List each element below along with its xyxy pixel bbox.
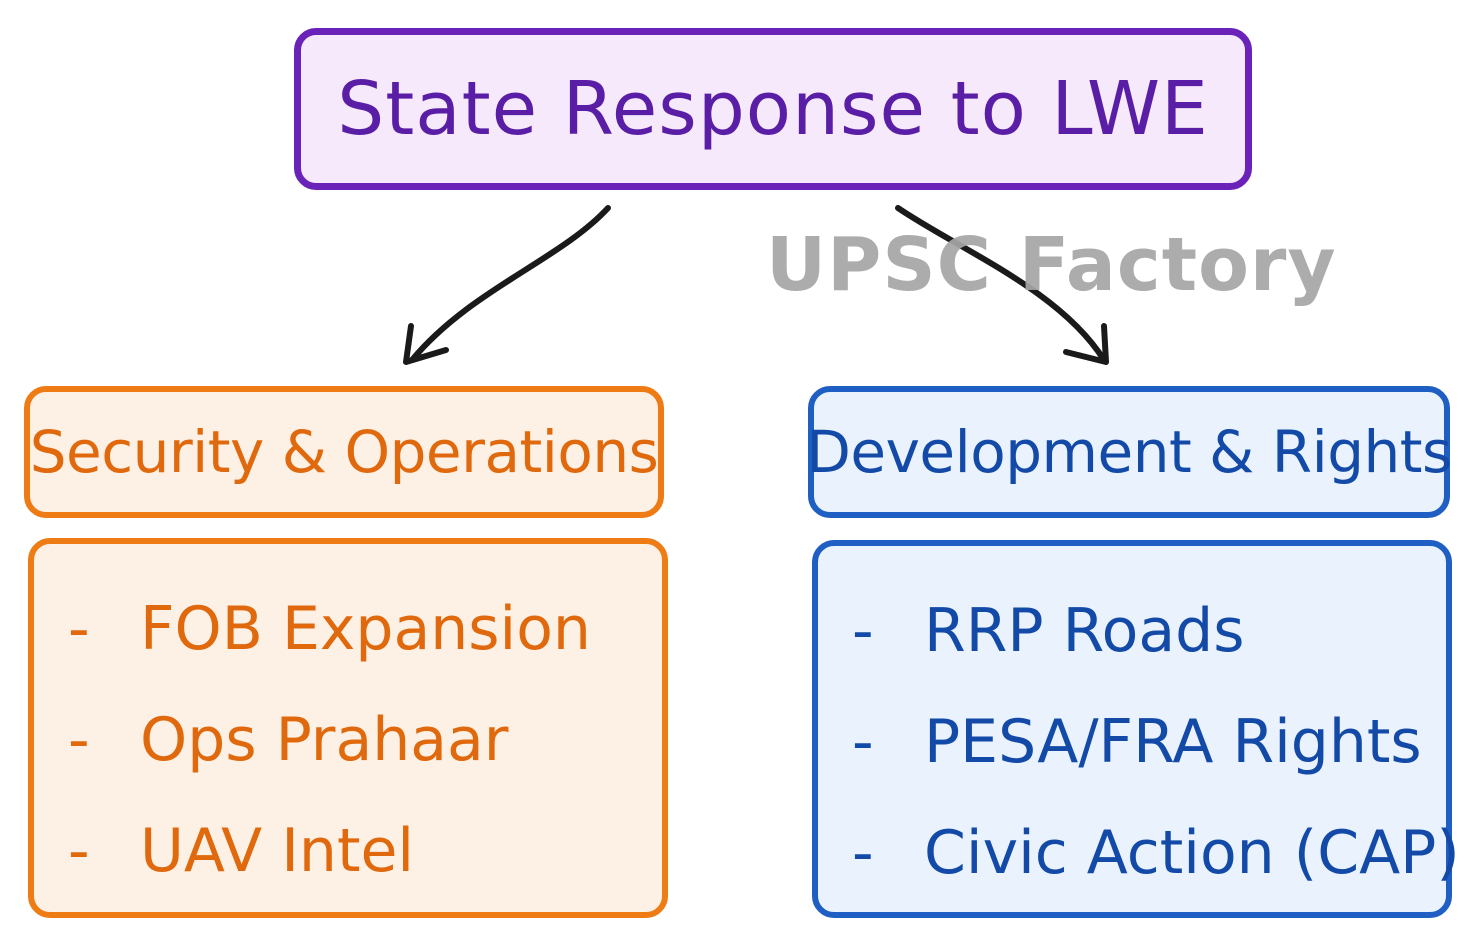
- arrowhead-development: [1063, 323, 1109, 365]
- list-item: -PESA/FRA Rights: [852, 687, 1446, 798]
- item-label: UAV Intel: [140, 816, 415, 886]
- bullet-dash: -: [852, 707, 874, 777]
- security-items-box: -FOB Expansion -Ops Prahaar -UAV Intel: [28, 538, 668, 918]
- list-item: -RRP Roads: [852, 576, 1446, 687]
- item-label: RRP Roads: [924, 596, 1245, 666]
- title-box: State Response to LWE: [294, 28, 1252, 190]
- security-heading-box: Security & Operations: [24, 386, 664, 518]
- bullet-dash: -: [68, 705, 90, 775]
- arrow-to-security: [409, 205, 611, 363]
- bullet-dash: -: [852, 818, 874, 888]
- list-item: -Civic Action (CAP): [852, 798, 1460, 909]
- watermark: UPSC Factory: [766, 222, 1337, 308]
- development-heading-box: Development & Rights: [806, 386, 1452, 518]
- security-heading: Security & Operations: [29, 418, 659, 486]
- arrow-to-development: [895, 205, 1107, 363]
- bullet-dash: -: [68, 816, 90, 886]
- development-items-box: -RRP Roads -PESA/FRA Rights -Civic Actio…: [812, 540, 1460, 918]
- development-heading: Development & Rights: [806, 418, 1452, 486]
- arrowhead-security: [403, 323, 449, 365]
- list-item: -Ops Prahaar: [68, 685, 662, 796]
- security-item-list: -FOB Expansion -Ops Prahaar -UAV Intel: [34, 544, 662, 907]
- item-label: FOB Expansion: [140, 594, 591, 664]
- item-label: PESA/FRA Rights: [924, 707, 1422, 777]
- development-item-list: -RRP Roads -PESA/FRA Rights -Civic Actio…: [818, 546, 1460, 909]
- item-label: Ops Prahaar: [140, 705, 509, 775]
- list-item: -UAV Intel: [68, 796, 662, 907]
- bullet-dash: -: [68, 594, 90, 664]
- list-item: -FOB Expansion: [68, 574, 662, 685]
- bullet-dash: -: [852, 596, 874, 666]
- diagram-title: State Response to LWE: [337, 66, 1209, 152]
- item-label: Civic Action (CAP): [924, 818, 1460, 888]
